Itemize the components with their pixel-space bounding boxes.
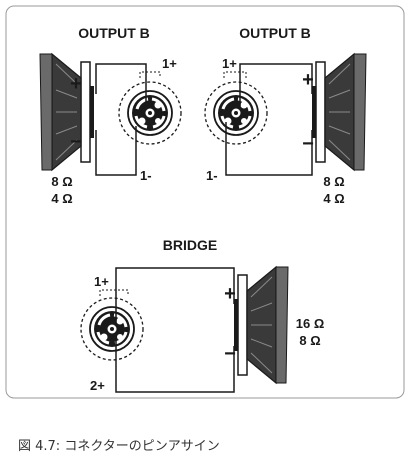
right-minus-sign: − [302,133,314,155]
bridge-pin-minus-label: 2+ [90,378,105,393]
left-plus-sign: + [70,73,82,95]
figure-frame [5,5,405,399]
bridge-pin-plus-label: 1+ [94,274,109,289]
wire-left-plus [95,63,147,106]
speaker-icon [311,53,367,171]
bridge-minus-sign: − [224,343,236,365]
pin-assignment-diagram: OUTPUT B + − 1+ 1- 8 Ω 4 Ω OUTPUT B + − … [5,5,405,399]
right-panel: OUTPUT B + − 1+ 1- 8 Ω 4 Ω [203,25,367,206]
left-pin-plus-label: 1+ [162,56,177,71]
right-pin-plus-label: 1+ [222,56,237,71]
figure-caption: 図 4.7: コネクターのピンアサイン [18,439,220,454]
bridge-impedance-2: 8 Ω [299,333,320,348]
speakon-connector-icon [203,80,269,146]
speakon-connector-icon [117,80,183,146]
speaker-icon [233,266,289,384]
wire-right-plus [239,63,313,106]
right-impedance-1: 8 Ω [323,174,344,189]
wire-bridge-plus [115,267,235,322]
wire-left-minus [95,126,137,176]
right-pin-minus-label: 1- [206,168,218,183]
bridge-plus-sign: + [224,283,236,305]
bridge-panel-title: BRIDGE [163,237,217,253]
right-panel-title: OUTPUT B [239,25,311,41]
left-pin-minus-label: 1- [140,168,152,183]
bridge-panel: BRIDGE + − 1+ 2+ 16 Ω 8 Ω [79,237,325,393]
wire-bridge-minus [115,337,235,393]
wire-right-minus [225,122,313,176]
left-minus-sign: − [70,131,82,153]
speaker-icon [39,53,95,171]
left-panel-title: OUTPUT B [78,25,150,41]
bridge-impedance-1: 16 Ω [296,316,325,331]
speakon-connector-icon [79,296,145,362]
right-plus-sign: + [302,69,314,91]
left-panel: OUTPUT B + − 1+ 1- 8 Ω 4 Ω [39,25,183,206]
right-impedance-2: 4 Ω [323,191,344,206]
left-impedance-2: 4 Ω [51,191,72,206]
left-impedance-1: 8 Ω [51,174,72,189]
